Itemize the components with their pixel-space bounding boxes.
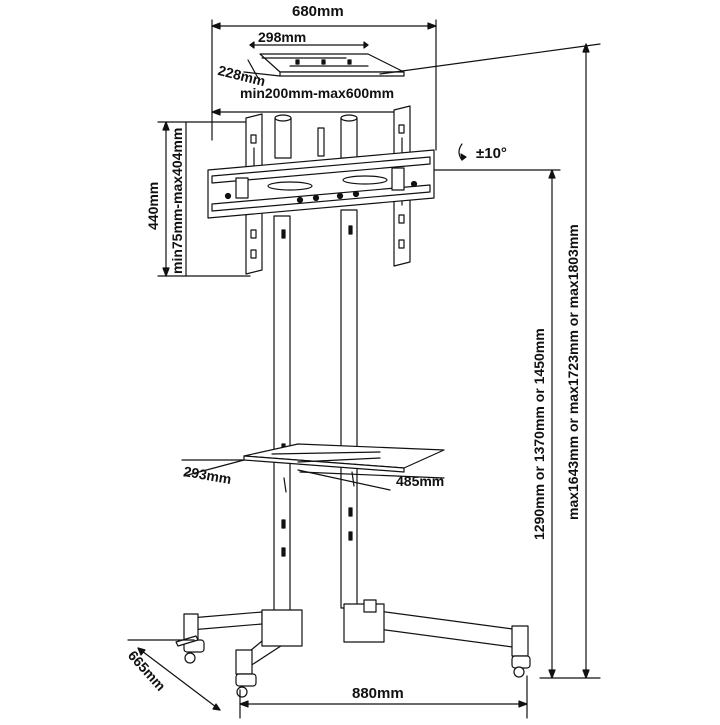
base-width-dimension — [239, 675, 528, 719]
overall-width-label: 680mm — [292, 3, 344, 20]
bracket-height-label: 440mm — [145, 181, 161, 230]
tilt-label: ±10° — [476, 145, 507, 162]
shelf-height-dimension — [429, 169, 561, 679]
vesa-range-label: min75mm-max404mm — [169, 127, 185, 274]
shelf-heights-label: 1290mm or 1370mm or 1450mm — [531, 328, 547, 540]
overall-width-dimension — [211, 19, 437, 151]
overall-heights-label: max1643mm or max1723mm or max1803mm — [565, 224, 581, 520]
tilt-arrow-icon — [458, 143, 467, 161]
top-shelf-width-label: 298mm — [258, 29, 307, 45]
stand-base — [175, 599, 531, 698]
base-width-label: 880mm — [352, 685, 404, 702]
top-shelf — [243, 41, 601, 79]
horizontal-bracket — [207, 149, 435, 219]
bracket-height-dimension — [157, 121, 251, 277]
main-columns — [273, 209, 358, 613]
column-tops — [211, 108, 411, 159]
overall-height-dimension — [539, 43, 601, 679]
middle-shelf — [181, 443, 445, 493]
arm-spacing-label: min200mm-max600mm — [240, 85, 395, 101]
base-depth-dimension — [127, 639, 221, 711]
shelf-width-label: 485mm — [396, 473, 445, 489]
